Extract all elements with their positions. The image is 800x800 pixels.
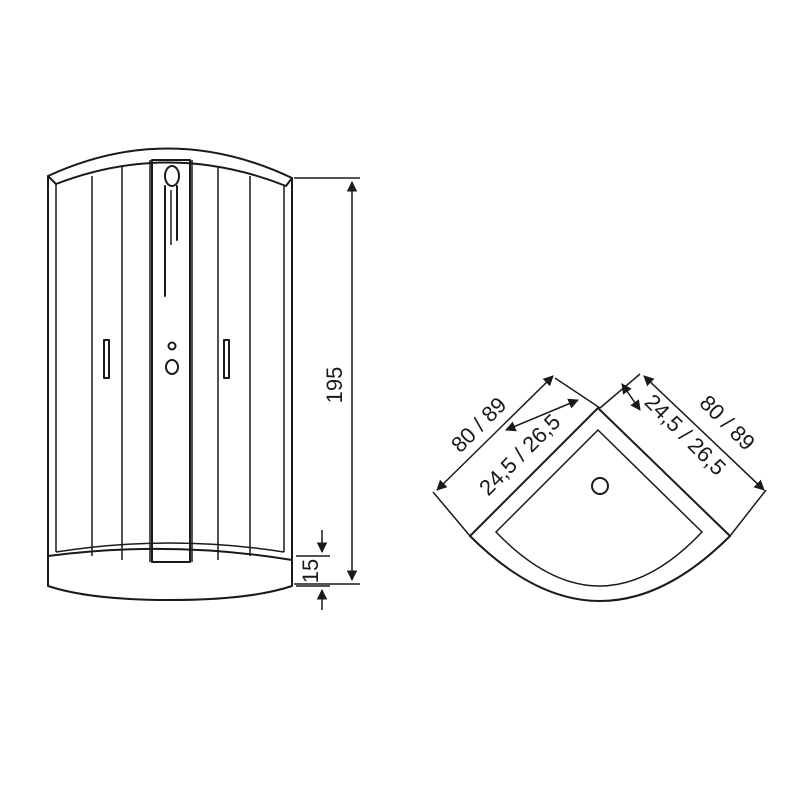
- tray-inner-basin: [494, 428, 704, 587]
- height-label: 195: [322, 367, 347, 404]
- control-knob-icon: [167, 341, 177, 351]
- shower-head-icon: [164, 165, 180, 297]
- shower-tray-front: [47, 547, 293, 601]
- right-dimensions: 80 / 89 24,5 / 26,5: [599, 373, 767, 537]
- cabin-frame: [47, 175, 293, 561]
- left-outer-dimension: 80 / 89: [446, 392, 511, 457]
- top-cap: [47, 147, 293, 187]
- front-view: [47, 147, 293, 601]
- door-handle-right: [223, 339, 230, 379]
- tray-height-dimension: 15: [296, 530, 330, 610]
- drain-icon: [591, 477, 609, 495]
- mixer-knob-icon: [165, 359, 179, 375]
- tray-height-label: 15: [298, 559, 323, 583]
- height-dimension: 195: [294, 177, 360, 585]
- door-handle-left: [103, 339, 110, 379]
- glass-panels: [91, 160, 251, 562]
- central-column: [151, 159, 191, 563]
- tray-outline: [469, 407, 731, 602]
- bottom-profile: [55, 542, 285, 553]
- tray-plan-view: 80 / 89 24,5 / 26,5 80 / 89 24,5 / 26,5: [432, 373, 767, 602]
